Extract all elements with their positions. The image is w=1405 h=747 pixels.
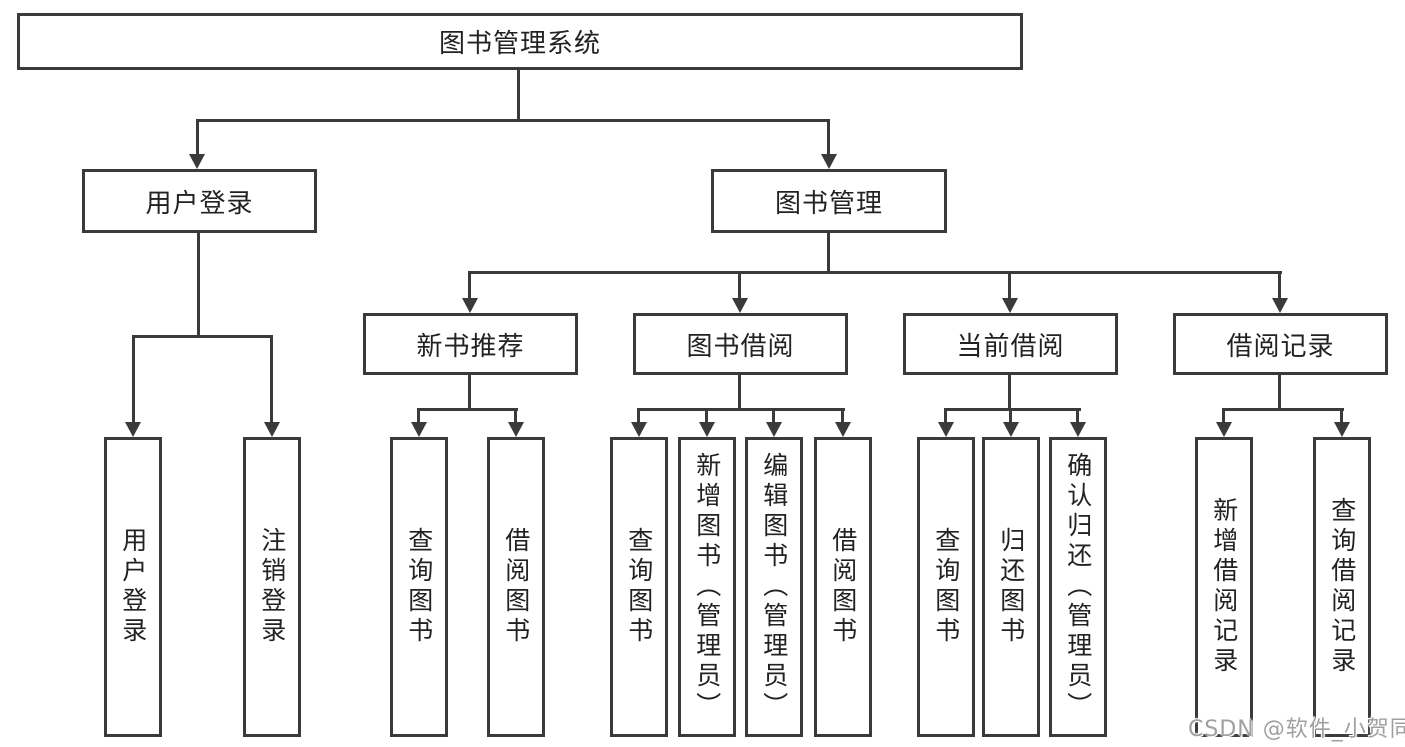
connector-line — [827, 119, 830, 156]
connector-line — [1278, 375, 1281, 408]
connector-line — [197, 233, 200, 335]
connector-line — [468, 271, 471, 300]
connector-line — [196, 119, 199, 156]
arrow-down-icon — [732, 298, 748, 313]
connector-line — [1008, 271, 1011, 300]
connector-line — [132, 335, 273, 338]
csdn-watermark: CSDN @软件_小贺同学 — [1188, 717, 1405, 742]
connector-line — [1222, 408, 1344, 411]
connector-line — [468, 375, 471, 408]
connector-line — [196, 119, 830, 122]
connector-line — [1008, 375, 1011, 408]
connector-line — [637, 408, 845, 411]
arrow-down-icon — [1070, 422, 1086, 437]
leaf-query-borrow-record: 查询借阅记录 — [1313, 437, 1371, 737]
arrow-down-icon — [1272, 298, 1288, 313]
leaf-borrow-books-borrowing: 借阅图书 — [814, 437, 872, 737]
node-label: 图书管理 — [774, 188, 883, 219]
arrow-down-icon — [835, 422, 851, 437]
connector-line — [772, 408, 775, 424]
arrow-down-icon — [1003, 422, 1019, 437]
leaf-query-books-current: 查询图书 — [917, 437, 975, 737]
connector-line — [738, 375, 741, 408]
arrow-down-icon — [411, 422, 427, 437]
arrow-down-icon — [821, 154, 837, 169]
leaf-edit-books-admin: 编辑图书（管理员） — [745, 437, 803, 737]
arrow-down-icon — [1334, 422, 1350, 437]
node-user-login: 用户登录 — [82, 169, 317, 233]
connector-line — [517, 70, 520, 119]
node-label: 图书借阅 — [686, 331, 795, 362]
arrow-down-icon — [1216, 422, 1232, 437]
leaf-borrow-books-recommend: 借阅图书 — [487, 437, 545, 737]
node-label: 新书推荐 — [416, 331, 525, 362]
connector-line — [468, 271, 1282, 274]
arrow-down-icon — [631, 422, 647, 437]
connector-line — [705, 408, 708, 424]
leaf-add-books-admin: 新增图书（管理员） — [678, 437, 736, 737]
arrow-down-icon — [508, 422, 524, 437]
arrow-down-icon — [125, 422, 141, 437]
arrow-down-icon — [264, 422, 280, 437]
connector-line — [1076, 408, 1079, 424]
connector-line — [1009, 408, 1012, 424]
connector-line — [132, 335, 135, 423]
arrow-down-icon — [938, 422, 954, 437]
connector-line — [270, 335, 273, 423]
connector-line — [1278, 271, 1281, 300]
connector-line — [514, 408, 517, 424]
leaf-return-books: 归还图书 — [982, 437, 1040, 737]
connector-line — [1340, 408, 1343, 424]
node-book-borrowing: 图书借阅 — [633, 313, 848, 375]
leaf-logout: 注销登录 — [243, 437, 301, 737]
arrow-down-icon — [189, 154, 205, 169]
node-new-book-recommend: 新书推荐 — [363, 313, 578, 375]
connector-line — [417, 408, 518, 411]
connector-line — [827, 233, 830, 271]
connector-line — [944, 408, 1081, 411]
node-borrowing-records: 借阅记录 — [1173, 313, 1388, 375]
connector-line — [841, 408, 844, 424]
node-label: 用户登录 — [145, 188, 254, 219]
node-label: 借阅记录 — [1226, 331, 1335, 362]
leaf-add-borrow-record: 新增借阅记录 — [1195, 437, 1253, 737]
connector-line — [944, 408, 947, 424]
arrow-down-icon — [1002, 298, 1018, 313]
node-library-management-system: 图书管理系统 — [17, 13, 1023, 70]
leaf-user-login: 用户登录 — [104, 437, 162, 737]
leaf-query-books-borrowing: 查询图书 — [610, 437, 668, 737]
node-current-borrowing: 当前借阅 — [903, 313, 1118, 375]
node-label: 图书管理系统 — [438, 29, 601, 59]
leaf-confirm-return-admin: 确认归还（管理员） — [1049, 437, 1107, 737]
node-label: 当前借阅 — [956, 331, 1065, 362]
arrow-down-icon — [699, 422, 715, 437]
node-book-management: 图书管理 — [711, 169, 947, 233]
connector-line — [1222, 408, 1225, 424]
arrow-down-icon — [462, 298, 478, 313]
connector-line — [637, 408, 640, 424]
arrow-down-icon — [766, 422, 782, 437]
leaf-query-books-recommend: 查询图书 — [390, 437, 448, 737]
connector-line — [738, 271, 741, 300]
connector-line — [417, 408, 420, 424]
